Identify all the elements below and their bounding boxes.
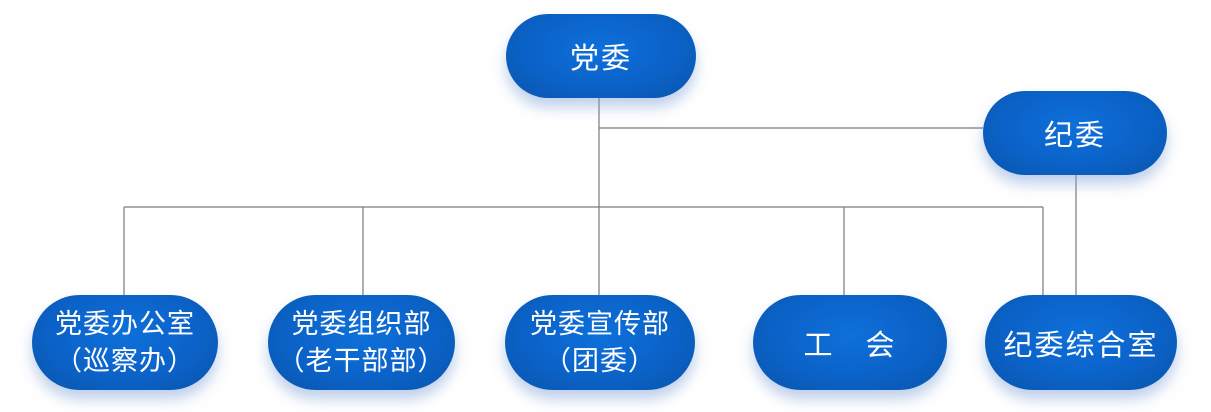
node-discipline-committee-label: 纪委: [1043, 120, 1106, 152]
node-party-committee: 党委: [506, 14, 696, 98]
node-organization-dept-line1: 党委组织部: [291, 308, 432, 339]
node-propaganda-dept-line2: （团委）: [544, 345, 656, 376]
node-party-office-line2: （巡察办）: [55, 345, 195, 376]
node-discipline-office-label: 纪委综合室: [1003, 329, 1159, 362]
node-party-office-line1: 党委办公室: [55, 308, 195, 339]
node-party-office: 党委办公室 （巡察办）: [32, 295, 218, 390]
node-labor-union-label: 工 会: [803, 329, 897, 362]
node-propaganda-dept-line1: 党委宣传部: [530, 308, 670, 339]
node-organization-dept: 党委组织部 （老干部部）: [268, 295, 455, 390]
node-propaganda-dept: 党委宣传部 （团委）: [505, 295, 695, 390]
node-organization-dept-line2: （老干部部）: [277, 345, 446, 376]
node-labor-union: 工 会: [753, 295, 947, 390]
node-discipline-committee: 纪委: [983, 91, 1167, 175]
node-discipline-office: 纪委综合室: [985, 295, 1177, 390]
node-party-committee-label: 党委: [569, 43, 632, 75]
